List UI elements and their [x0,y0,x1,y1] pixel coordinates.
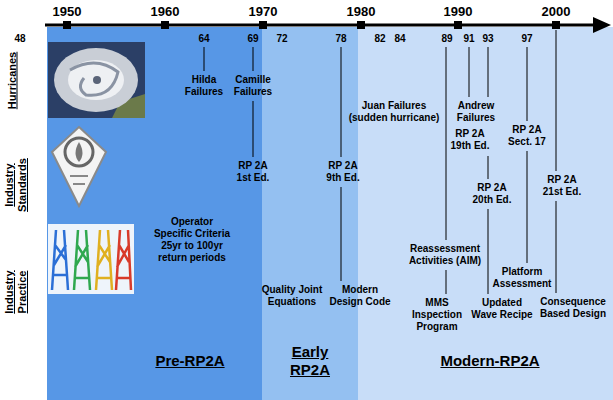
jacket-structure [52,230,68,290]
row-label: Hurricanes [6,45,19,115]
event-label: RP 2A 20th Ed. [470,182,514,206]
event-label: RP 2A 21st Ed. [540,174,584,198]
logo-bars [70,176,88,184]
decade-tick [161,21,169,29]
decade-label: 2000 [542,4,571,19]
storm-cloud [54,48,138,112]
year-label: 97 [521,33,532,45]
platform-picture [48,224,134,294]
hurricane-photo [48,42,145,118]
event-label: Modern Design Code [328,284,392,308]
leader-line [253,101,254,157]
leader-line [488,47,489,97]
decade-label: 1960 [151,4,180,19]
leader-line [527,47,528,121]
era-name: Early RP2A [280,343,340,379]
year-label: 84 [394,33,405,45]
leader-lines [204,30,556,294]
event-label: Andrew Failures [451,100,501,124]
year-label: 89 [441,33,452,45]
timeline-axis [45,17,611,33]
event-label: RP 2A 19th Ed. [448,128,492,152]
decade-label: 1950 [53,4,82,19]
photo-ground [48,42,145,118]
year-label: 93 [482,33,493,45]
decade-label: 1980 [347,4,376,19]
year-label: 64 [198,33,209,45]
decade-tick [259,21,267,29]
event-label: Camille Failures [228,74,278,98]
storm-cloud [68,60,124,100]
year-label: 82 [374,33,385,45]
picture-ground [48,224,134,294]
logo-ring [65,138,93,166]
leader-line [556,30,557,171]
event-label: Platform Assessment [490,266,554,290]
year-label: 48 [14,33,25,45]
leader-line [446,47,447,240]
event-label: RP 2A Sect. 17 [504,124,550,148]
jacket-structure [74,230,90,290]
decade-tick [454,21,462,29]
jacket-structure [116,230,131,290]
row-label: Industry Standards [3,150,29,220]
year-label: 78 [335,33,346,45]
event-label: Consequence Based Design [538,296,608,320]
year-label: 72 [276,33,287,45]
era-band-fill [358,27,613,400]
event-label: Quality Joint Equations [259,284,325,308]
decade-tick [552,21,560,29]
era-name: Pre-RP2A [155,352,224,370]
decade-tick [357,21,365,29]
era-band-fill [262,27,358,400]
storm-eye [93,76,101,84]
event-label: Reassessment Activities (AIM) [404,243,486,267]
leader-line [488,156,489,179]
event-label: Updated Wave Recipe [469,297,535,321]
leader-line [253,47,254,71]
year-label: 91 [463,33,474,45]
leader-line [527,151,528,263]
event-label: RP 2A 9th Ed. [322,160,364,184]
decade-label: 1970 [249,4,278,19]
storm-swirl [70,63,118,95]
axis-arrowhead [593,17,611,33]
era-band: Modern-RP2A [358,27,613,400]
year-label: 69 [247,33,258,45]
api-logo [52,127,106,206]
event-label: RP 2A 1st Ed. [232,160,274,184]
axis-line [45,24,595,27]
leader-line [204,47,205,71]
logo-drop [76,142,83,162]
leader-line [556,201,557,293]
decade-label: 1990 [444,4,473,19]
era-band: Pre-RP2A [47,27,262,400]
row-label: Industry Practice [3,257,29,327]
event-label: Operator Specific Criteria 25yr to 100yr… [152,216,232,264]
leader-line [341,47,342,157]
event-label: MMS Inspection Program [407,297,467,333]
logo-shield [52,127,106,206]
era-band: Early RP2A [262,27,358,400]
era-band-fill [47,27,262,400]
leader-line [488,209,489,294]
decade-tick [63,21,71,29]
event-label: Hilda Failures [179,74,229,98]
era-name: Modern-RP2A [440,352,539,370]
jacket-structure [96,230,112,290]
event-label: Juan Failures (sudden hurricane) [344,100,444,124]
leader-line [341,187,342,281]
leader-line [469,47,470,97]
leader-line [446,270,447,294]
